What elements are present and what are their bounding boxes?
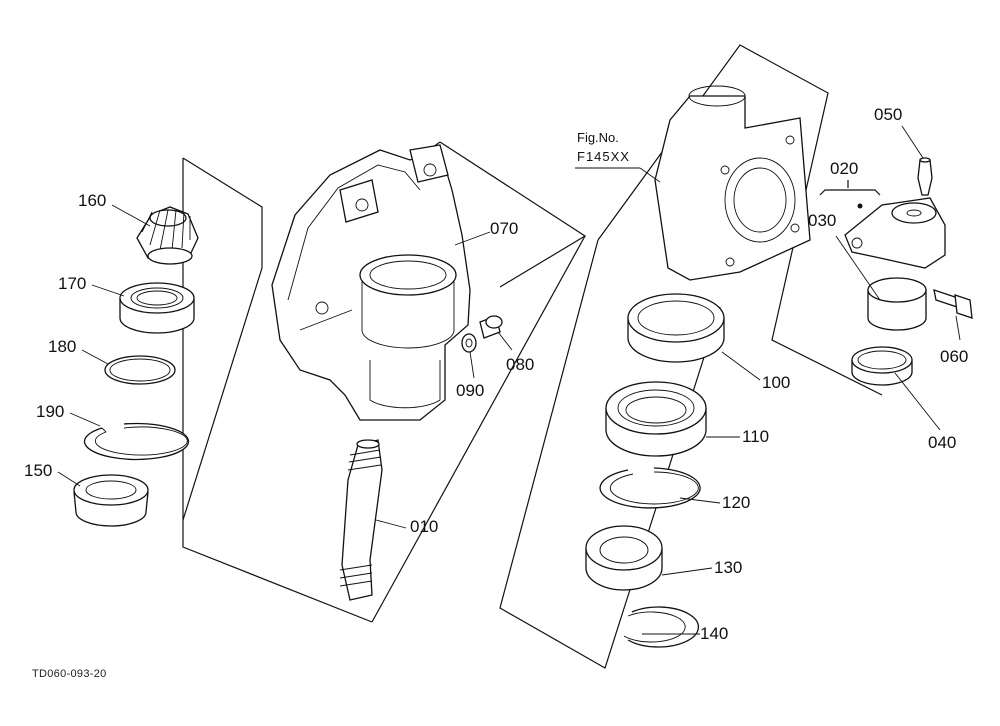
label-050: 050 — [874, 105, 903, 124]
label-030: 030 — [808, 211, 837, 230]
label-170: 170 — [58, 274, 87, 293]
seal-100 — [627, 293, 725, 363]
label-180: 180 — [48, 337, 77, 356]
bracket-020 — [819, 180, 946, 269]
bolt-060 — [933, 289, 973, 319]
label-070: 070 — [490, 219, 519, 238]
bearing-130 — [585, 525, 663, 591]
circlip-190 — [83, 422, 190, 461]
label-020: 020 — [830, 159, 859, 178]
shaft-010 — [339, 439, 383, 601]
grease-nipple-050 — [917, 157, 933, 196]
label-040: 040 — [928, 433, 957, 452]
drawing-code: TD060-093-20 — [32, 668, 107, 680]
fig-no-label: Fig.No. — [577, 130, 619, 145]
circlip-120 — [599, 467, 701, 509]
gear-housing-070 — [271, 144, 471, 421]
label-080: 080 — [506, 355, 535, 374]
circlip-140 — [623, 606, 700, 648]
plug-080 — [479, 315, 503, 339]
upper-housing — [654, 85, 811, 281]
bearing-170 — [119, 282, 195, 334]
shim-ring-180 — [104, 355, 176, 385]
label-130: 130 — [714, 558, 743, 577]
ring-040 — [851, 346, 913, 386]
bearing-110 — [605, 381, 707, 457]
label-100: 100 — [762, 373, 791, 392]
bevel-gear-160 — [136, 206, 199, 265]
label-190: 190 — [36, 402, 65, 421]
washer-090 — [461, 333, 477, 353]
label-120: 120 — [722, 493, 751, 512]
label-160: 160 — [78, 191, 107, 210]
label-140: 140 — [700, 624, 729, 643]
label-110: 110 — [742, 427, 770, 446]
oil-seal-150 — [73, 474, 149, 527]
leader-lines — [57, 125, 961, 635]
label-150: 150 — [24, 461, 53, 480]
label-090: 090 — [456, 381, 485, 400]
label-060: 060 — [940, 347, 969, 366]
fig-no-value: F145XX — [577, 149, 630, 164]
label-010: 010 — [410, 517, 439, 536]
bush-030 — [867, 277, 927, 331]
